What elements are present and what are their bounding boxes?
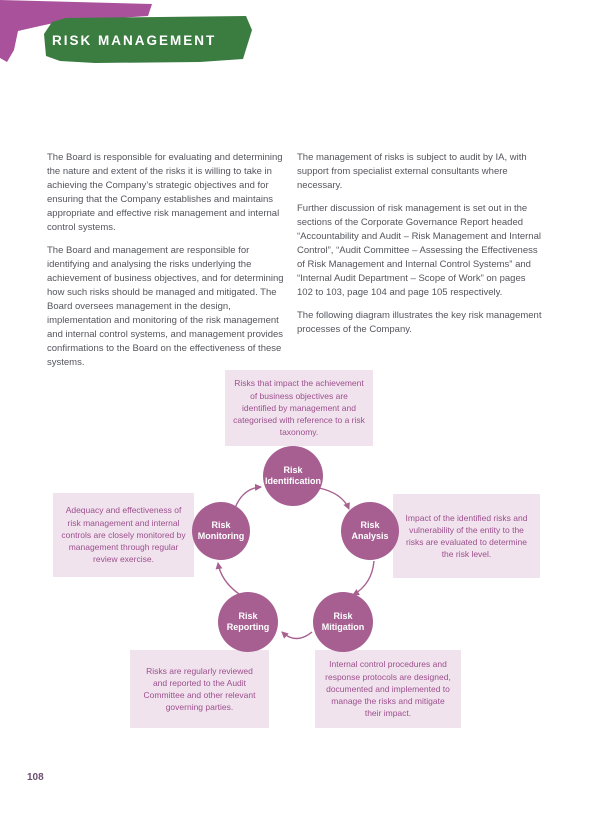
diagram-node-risk-analysis: Risk Analysis xyxy=(341,502,399,560)
arrow-identification-to-analysis xyxy=(318,487,350,510)
page-number: 108 xyxy=(27,772,44,783)
arrow-monitoring-to-identification xyxy=(234,483,262,509)
annotation-text: Internal control procedures and response… xyxy=(325,659,451,719)
body-paragraph: Further discussion of risk management is… xyxy=(297,203,541,298)
diagram-node-risk-reporting: Risk Reporting xyxy=(218,592,278,652)
diagram-annotation-mitigation: Internal control procedures and response… xyxy=(315,650,461,728)
node-label: Risk Analysis xyxy=(351,520,389,541)
diagram-annotation-reporting: Risks are regularly reviewed and reporte… xyxy=(130,650,269,728)
body-paragraph: The Board and management are responsible… xyxy=(47,245,284,368)
body-column-left: The Board is responsible for evaluating … xyxy=(47,151,285,379)
node-label: Risk Mitigation xyxy=(321,611,365,632)
header-brushstroke-art xyxy=(0,0,252,63)
diagram-node-risk-identification: Risk Identification xyxy=(263,446,323,506)
arrow-mitigation-to-reporting xyxy=(281,631,313,640)
page-title: RISK MANAGEMENT xyxy=(52,33,217,48)
diagram-node-risk-monitoring: Risk Monitoring xyxy=(192,502,250,560)
node-label: Risk Identification xyxy=(265,465,321,486)
body-paragraph: The Board is responsible for evaluating … xyxy=(47,152,283,233)
node-label: Risk Reporting xyxy=(226,611,270,632)
body-paragraph: The management of risks is subject to au… xyxy=(297,152,527,191)
diagram-annotation-analysis: Impact of the identified risks and vulne… xyxy=(393,494,540,578)
annotation-text: Risks are regularly reviewed and reporte… xyxy=(143,665,256,713)
arrow-reporting-to-monitoring xyxy=(215,562,240,595)
arrow-analysis-to-mitigation xyxy=(352,560,375,596)
body-paragraph: The following diagram illustrates the ke… xyxy=(297,310,542,335)
annotation-text: Impact of the identified risks and vulne… xyxy=(405,512,528,560)
body-column-right: The management of risks is subject to au… xyxy=(297,151,543,346)
annotation-text: Risks that impact the achievement of bus… xyxy=(233,378,365,438)
node-label: Risk Monitoring xyxy=(197,520,245,541)
diagram-node-risk-mitigation: Risk Mitigation xyxy=(313,592,373,652)
diagram-annotation-monitoring: Adequacy and effectiveness of risk manag… xyxy=(53,493,194,577)
annotation-text: Adequacy and effectiveness of risk manag… xyxy=(61,505,186,565)
diagram-annotation-identification: Risks that impact the achievement of bus… xyxy=(225,370,373,446)
green-brushstroke-shape xyxy=(44,16,252,63)
purple-brushstroke-shape xyxy=(0,0,152,62)
